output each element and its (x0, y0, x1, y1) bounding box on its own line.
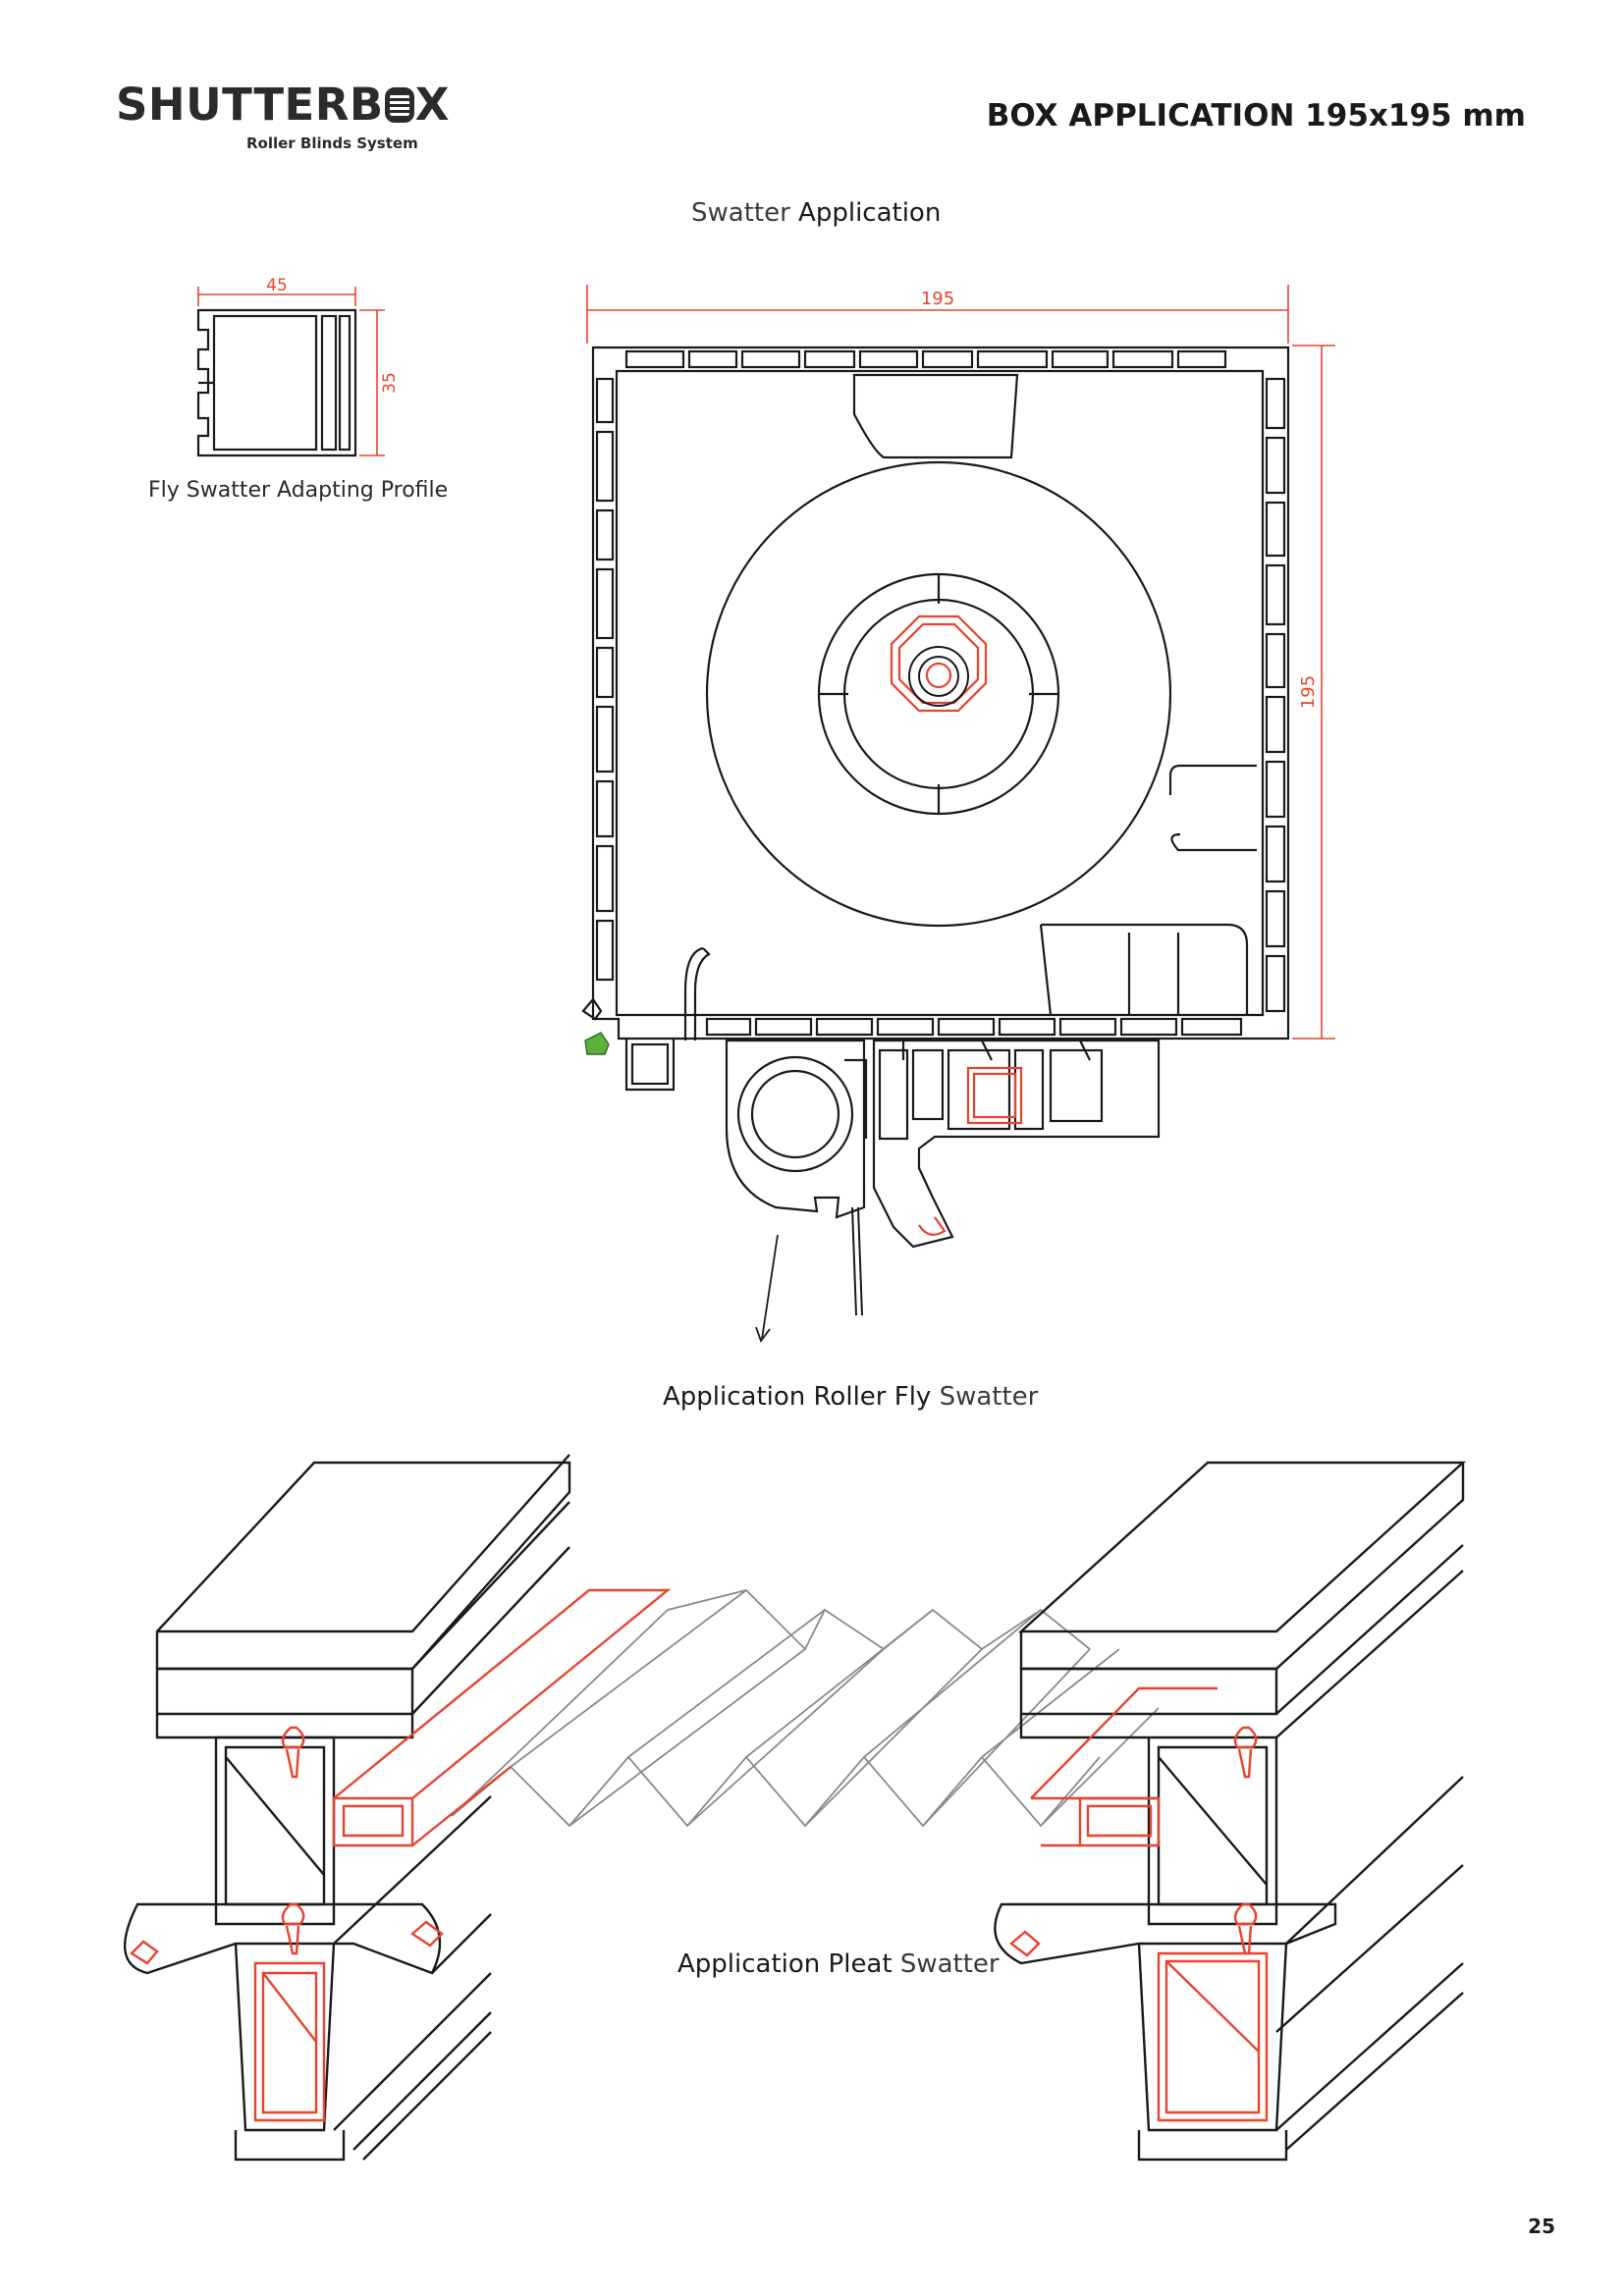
roller-fly-cassette (725, 1039, 868, 1219)
green-seal (584, 1032, 610, 1055)
right-frame (994, 1461, 1467, 2162)
caption-swatter-word: Swatter (691, 198, 790, 228)
caption-swatter-application: Swatter Application (691, 198, 941, 228)
caption-adapting-profile: Fly Swatter Adapting Profile (148, 478, 449, 503)
right-frame-red-parts (1009, 1686, 1269, 2122)
box-bottom-chambers (705, 1017, 1243, 1037)
pleated-mesh (451, 1589, 1160, 1828)
window-frame-red-profile (918, 1066, 1023, 1236)
brand-name-left: SHUTTERB (116, 79, 384, 131)
brand-name-right: X (414, 79, 450, 131)
roll-circle (705, 460, 1172, 928)
caption-pleat: Application Pleat Swatter (677, 1949, 1000, 1979)
axle-octagon (890, 614, 988, 713)
caption-roller-fly: Application Roller Fly Swatter (663, 1382, 1038, 1412)
caption-pleat-text: Application Pleat (677, 1949, 893, 1979)
box-right-chambers (1265, 377, 1286, 1013)
page-number: 25 (1528, 2215, 1555, 2238)
box-left-chambers (595, 377, 615, 982)
caption-roller-fly-word: Swatter (939, 1382, 1039, 1412)
drum-circle (817, 572, 1060, 816)
left-frame (124, 1454, 571, 2162)
shutter-logo-icon (384, 87, 414, 123)
pleat-assembly-drawing (124, 1454, 1467, 2162)
box-section-drawing: 195 195 (581, 285, 1335, 1343)
box-height-label: 195 (1298, 675, 1319, 709)
page-title: BOX APPLICATION 195x195 mm (986, 98, 1526, 133)
box-top-chambers (624, 349, 1227, 369)
caption-pleat-word: Swatter (899, 1949, 1000, 1979)
box-dimensions (586, 285, 1335, 1040)
left-frame-red-parts (130, 1588, 672, 2122)
caption-application-word: Application (798, 198, 942, 228)
caption-roller-fly-text: Application Roller Fly (663, 1382, 932, 1412)
adapting-profile-drawing: 45 35 (196, 276, 400, 457)
leader-arrow-icon (755, 1234, 779, 1343)
dim-width-label: 45 (266, 276, 288, 295)
box-width-label: 195 (921, 289, 954, 309)
brand-tagline: Roller Blinds System (246, 134, 418, 152)
window-frame (872, 1039, 1161, 1249)
dim-height-label: 35 (380, 372, 400, 394)
